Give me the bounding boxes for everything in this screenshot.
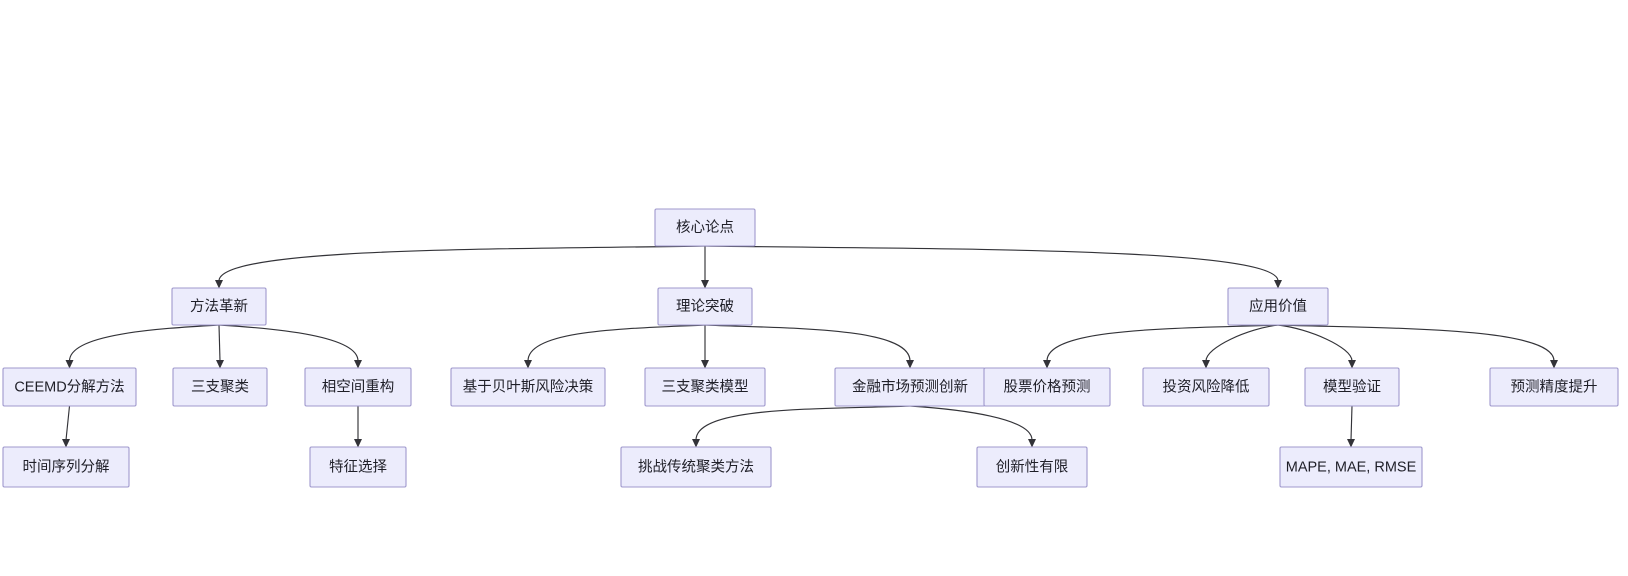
node-box[interactable] — [309, 446, 407, 488]
node-l2b2[interactable]: 三支聚类模型 — [644, 367, 766, 407]
node-label: 三支聚类 — [191, 378, 249, 395]
edge-arrowhead — [1274, 280, 1282, 289]
node-l3b3b[interactable]: 创新性有限 — [976, 446, 1088, 488]
node-box[interactable] — [1142, 367, 1270, 407]
node-box[interactable] — [1304, 367, 1400, 407]
node-l3a1[interactable]: 时间序列分解 — [2, 446, 130, 488]
node-label: 投资风险降低 — [1163, 378, 1250, 395]
edge-arrowhead — [524, 360, 532, 369]
node-box[interactable] — [1227, 287, 1329, 326]
node-label: 金融市场预测创新 — [852, 378, 968, 395]
edge-arrowhead — [1202, 360, 1210, 369]
node-label: 模型验证 — [1323, 378, 1381, 395]
edge-l1c-to-l2c1 — [1046, 324, 1279, 362]
node-l1b[interactable]: 理论突破 — [657, 287, 753, 326]
edge-l2a1-to-l3a1 — [65, 405, 71, 441]
node-l1c[interactable]: 应用价值 — [1227, 287, 1329, 326]
edge-arrowhead — [354, 439, 362, 448]
edge-arrowhead — [1347, 439, 1355, 448]
node-label: MAPE, MAE, RMSE — [1286, 459, 1417, 475]
node-label: CEEMD分解方法 — [14, 378, 124, 395]
node-box[interactable] — [1489, 367, 1619, 407]
node-l3c3[interactable]: MAPE, MAE, RMSE — [1279, 446, 1423, 488]
node-l2b3[interactable]: 金融市场预测创新 — [834, 367, 986, 407]
node-box[interactable] — [171, 287, 267, 326]
node-l2c2[interactable]: 投资风险降低 — [1142, 367, 1270, 407]
node-l3b3a[interactable]: 挑战传统聚类方法 — [620, 446, 772, 488]
edge-arrowhead — [1348, 360, 1356, 369]
edge-arrowhead — [215, 280, 223, 289]
node-label: 特征选择 — [329, 458, 387, 475]
edge-l2b3-to-l3b3a — [695, 405, 911, 441]
node-box[interactable] — [450, 367, 606, 407]
node-label: 核心论点 — [676, 219, 734, 236]
node-box[interactable] — [172, 367, 268, 407]
node-box[interactable] — [983, 367, 1111, 407]
edge-arrowhead — [906, 360, 914, 369]
node-box[interactable] — [654, 208, 756, 247]
node-l2a1[interactable]: CEEMD分解方法 — [2, 367, 137, 407]
node-l2c4[interactable]: 预测精度提升 — [1489, 367, 1619, 407]
edge-layer — [62, 245, 1558, 448]
node-label: 相空间重构 — [322, 378, 395, 395]
edge-l2b3-to-l3b3b — [909, 405, 1033, 441]
node-box[interactable] — [657, 287, 753, 326]
node-label: 股票价格预测 — [1004, 378, 1091, 395]
node-label: 基于贝叶斯风险决策 — [463, 378, 594, 395]
edge-arrowhead — [65, 360, 74, 369]
node-label: 方法革新 — [190, 298, 248, 315]
node-label: 时间序列分解 — [23, 458, 110, 475]
edge-arrowhead — [1043, 360, 1051, 369]
edge-l1b-to-l2b1 — [527, 324, 706, 362]
node-box[interactable] — [1279, 446, 1423, 488]
edge-l1a-to-l2a3 — [218, 324, 359, 362]
node-l2c1[interactable]: 股票价格预测 — [983, 367, 1111, 407]
node-label: 应用价值 — [1249, 297, 1307, 315]
node-l3a3[interactable]: 特征选择 — [309, 446, 407, 488]
node-box[interactable] — [620, 446, 772, 488]
node-label: 挑战传统聚类方法 — [638, 458, 754, 475]
node-box[interactable] — [644, 367, 766, 407]
edge-arrowhead — [692, 439, 700, 448]
node-root[interactable]: 核心论点 — [654, 208, 756, 247]
edge-root-to-l1c — [704, 245, 1279, 282]
edge-arrowhead — [1550, 360, 1558, 369]
node-box[interactable] — [304, 367, 412, 407]
edge-l1c-to-l2c2 — [1205, 324, 1279, 362]
node-box[interactable] — [976, 446, 1088, 488]
node-label: 预测精度提升 — [1511, 378, 1598, 395]
node-box[interactable] — [2, 446, 130, 488]
edge-arrowhead — [701, 280, 709, 289]
node-label: 创新性有限 — [996, 458, 1069, 475]
edge-arrowhead — [1028, 439, 1036, 448]
node-l2a2[interactable]: 三支聚类 — [172, 367, 268, 407]
node-l1a[interactable]: 方法革新 — [171, 287, 267, 326]
node-label: 三支聚类模型 — [662, 378, 749, 395]
node-box[interactable] — [2, 367, 137, 407]
node-label: 理论突破 — [676, 298, 734, 315]
node-l2b1[interactable]: 基于贝叶斯风险决策 — [450, 367, 606, 407]
edge-l1c-to-l2c3 — [1277, 324, 1353, 362]
edge-root-to-l1a — [218, 245, 706, 282]
edge-l1a-to-l2a1 — [68, 324, 220, 362]
node-l2c3[interactable]: 模型验证 — [1304, 367, 1400, 407]
node-l2a3[interactable]: 相空间重构 — [304, 367, 412, 407]
edge-arrowhead — [216, 360, 224, 369]
edge-arrowhead — [701, 360, 709, 369]
edge-l1a-to-l2a2 — [218, 324, 221, 362]
edge-arrowhead — [62, 439, 70, 448]
edge-arrowhead — [354, 360, 362, 369]
edge-l1b-to-l2b3 — [704, 324, 911, 362]
edge-l1c-to-l2c4 — [1277, 324, 1555, 362]
edge-l2c3-to-l3c3 — [1350, 405, 1353, 441]
